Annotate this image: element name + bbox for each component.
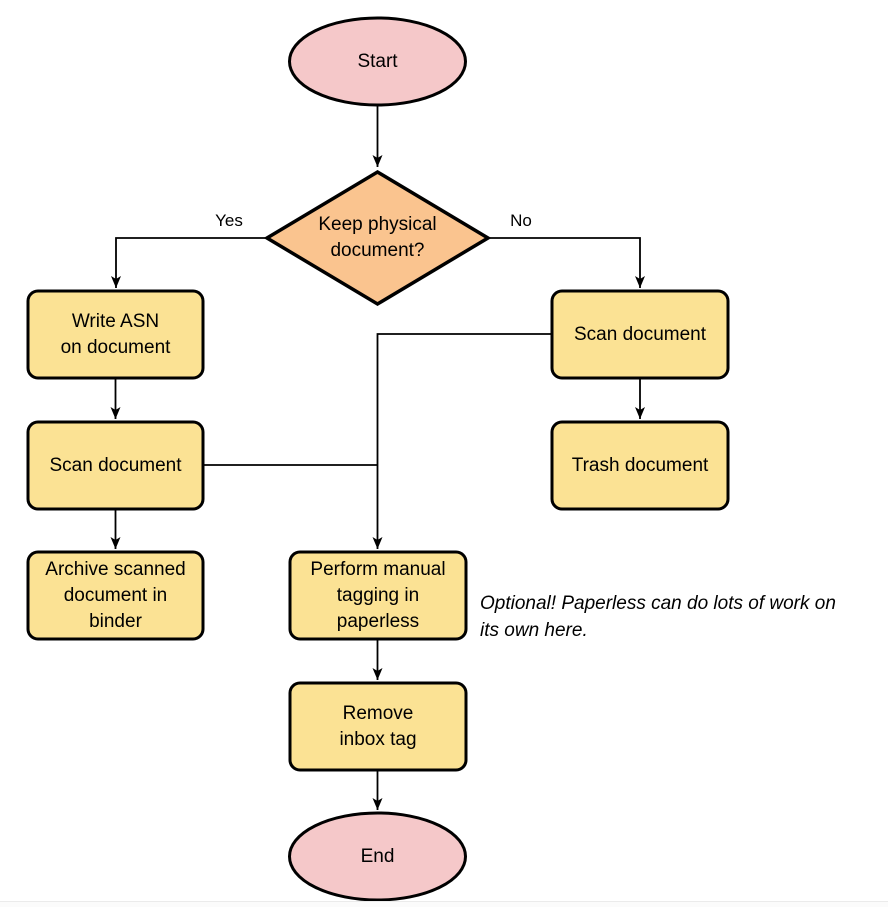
start-node-shape bbox=[288, 16, 467, 107]
archive-node-label: Archive scanned document in binder bbox=[45, 558, 186, 632]
decision-node-shape bbox=[263, 169, 492, 307]
edge-decision-no-to-scan-right bbox=[490, 237, 645, 288]
remove-inbox-node-label: Remove inbox tag bbox=[339, 702, 417, 750]
start-node-label: Start bbox=[357, 50, 398, 72]
trash-node-shape bbox=[550, 420, 730, 511]
end-node-shape bbox=[288, 811, 467, 902]
edge-label-yes: Yes bbox=[215, 211, 243, 230]
scan-right-node-shape bbox=[550, 289, 730, 380]
write-asn-node-label: Write ASN on document bbox=[60, 310, 171, 358]
decision-node-label: Keep physical document? bbox=[318, 214, 437, 261]
remove-inbox-node-shape bbox=[288, 681, 468, 772]
write-asn-node-shape bbox=[26, 289, 205, 380]
scan-right-node-label: Scan document bbox=[573, 323, 707, 345]
tagging-node-shape bbox=[288, 550, 468, 641]
bottom-divider bbox=[0, 901, 888, 902]
edge-label-no: No bbox=[510, 211, 532, 230]
scan-left-node-shape bbox=[26, 420, 205, 511]
archive-node-shape bbox=[26, 550, 205, 641]
bottom-strip bbox=[0, 902, 888, 907]
trash-node-label: Trash document bbox=[571, 454, 709, 476]
edge-decision-yes-to-write-asn bbox=[111, 237, 265, 288]
edge-scan-right-to-tagging bbox=[372, 333, 552, 549]
tagging-node-label: Perform manual tagging in paperless bbox=[310, 558, 446, 632]
end-node-label: End bbox=[360, 845, 395, 867]
scan-left-node-label: Scan document bbox=[49, 454, 182, 476]
optional-note: Optional! Paperless can do lots of work … bbox=[480, 593, 836, 641]
